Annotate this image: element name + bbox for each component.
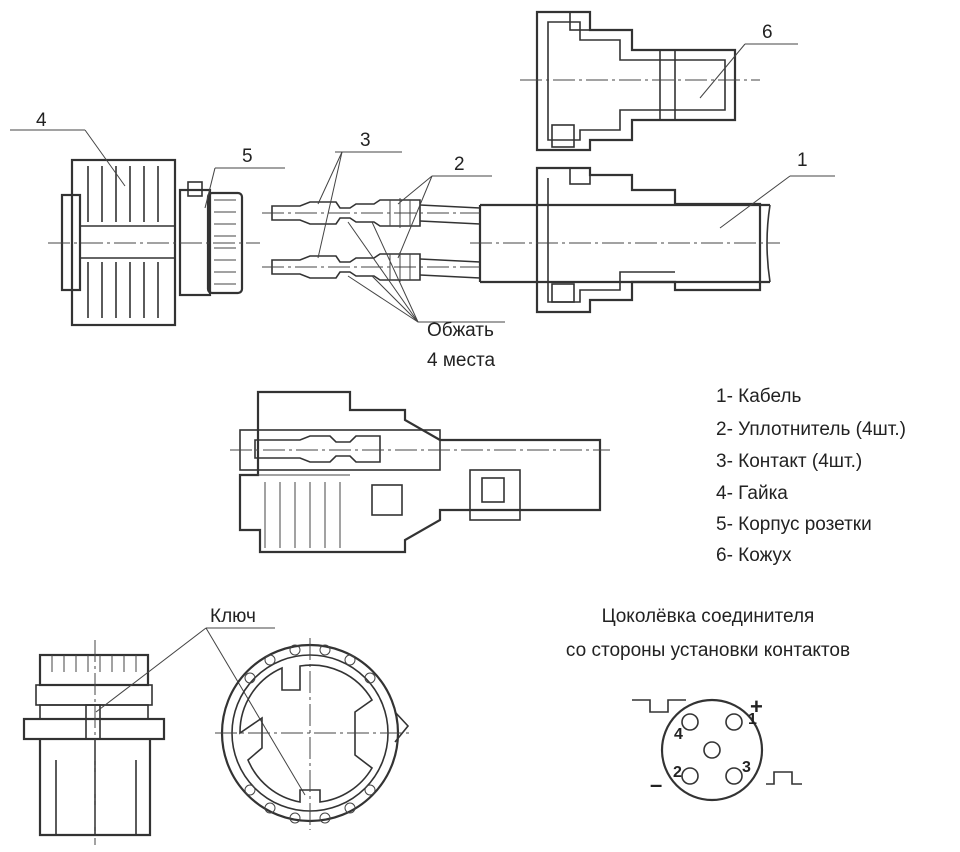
legend-item-4: 4- Гайка [716,483,788,504]
pin-2-hole [681,767,699,785]
front-view-circular [215,638,410,830]
nut-part-4 [10,129,177,327]
pin-label-4: 4 [674,726,683,743]
pinout-title-line1: Цоколёвка соединителя [602,606,815,627]
pin-label-2: 2 [673,764,682,781]
shroud-part-6 [520,10,798,152]
pin-label-3: 3 [742,759,751,776]
key-pulse-top [632,699,686,713]
pin-1-hole [725,713,743,731]
key-label: Ключ [210,606,256,627]
callout-1: 1 [797,150,808,171]
assembled-connector-view [230,390,610,554]
cable-part-1 [470,166,835,314]
callout-2: 2 [454,154,465,175]
key-pulse-bottom [766,771,802,785]
pin-4-hole [681,713,699,731]
callout-4: 4 [36,110,47,131]
callout-5: 5 [242,146,253,167]
pin-center [703,741,721,759]
crimp-note-line1: Обжать [427,320,494,341]
side-view-with-key [22,627,306,845]
crimp-note-line2: 4 места [427,350,495,371]
pinout-title-line2: со стороны установки контактов [566,640,850,661]
pin-3-hole [725,767,743,785]
legend-item-6: 6- Кожух [716,545,792,566]
pinout-diagram: Цоколёвка соединителя со стороны установ… [566,606,850,802]
contacts-and-seals [262,151,505,323]
callout-6: 6 [762,22,773,43]
legend-item-5: 5- Корпус розетки [716,514,872,535]
legend-item-1: 1- Кабель [716,386,801,407]
callout-3: 3 [360,130,371,151]
pin-label-1: 1 [748,711,757,728]
polarity-minus: – [650,772,662,797]
parts-legend: 1- Кабель 2- Уплотнитель (4шт.) 3- Конта… [716,386,906,566]
socket-body-part-5 [178,167,285,297]
legend-item-3: 3- Контакт (4шт.) [716,451,862,472]
polarity-plus: + [750,694,763,719]
legend-item-2: 2- Уплотнитель (4шт.) [716,419,906,440]
